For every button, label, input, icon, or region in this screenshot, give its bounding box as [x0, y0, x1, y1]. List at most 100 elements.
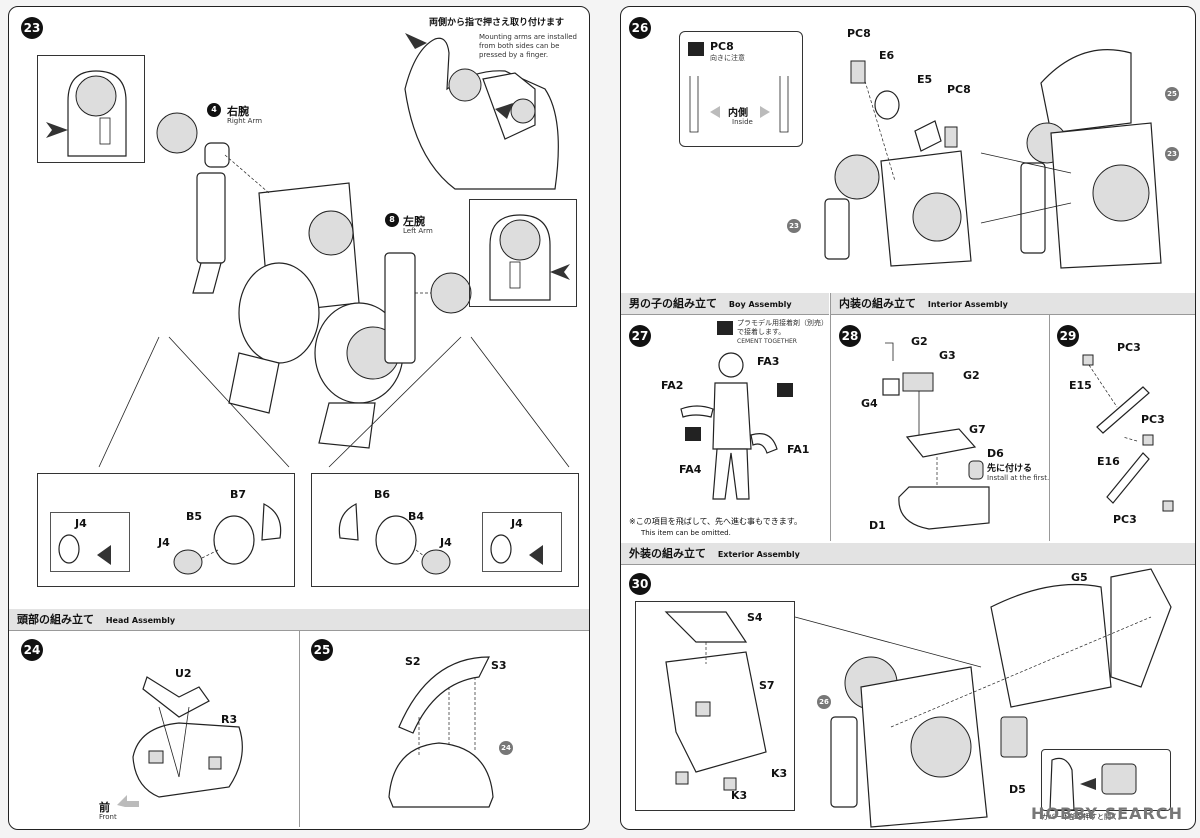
part-j4-c: J4 — [511, 517, 523, 530]
interior-assembly-title-en: Interior Assembly — [927, 300, 1008, 309]
part-pc3-a: PC3 — [1117, 341, 1141, 354]
part-fa4: FA4 — [679, 463, 702, 476]
part-pc8-a: PC8 — [847, 27, 871, 40]
hobby-search-watermark: HOBBY SEARCH — [1031, 804, 1183, 823]
cover-open-note: カバー下部を押すと開く。 — [1041, 813, 1125, 821]
part-e15: E15 — [1069, 379, 1092, 392]
cover-press-illustration — [1049, 757, 1137, 811]
right-instruction-page: 26 PC8 向きに注意 内側 Inside PC8 E6 E5 PC8 23 — [620, 6, 1196, 830]
head-upper-shell-illustration — [388, 656, 494, 808]
j4-snap-detail-right: J4 — [482, 512, 562, 572]
step-26-badge: 26 — [629, 17, 651, 39]
head-assembly-title-jp: 頭部の組み立て — [17, 613, 94, 626]
boy-figure-illustration — [680, 352, 778, 500]
step-30-cover-inset — [635, 601, 795, 811]
part-s7: S7 — [759, 679, 775, 692]
pc8-orientation-diagram — [689, 76, 789, 133]
install-first-jp: 先に付ける — [987, 464, 1033, 474]
step-23-note-jp: 両側から指で押さえ取り付けます — [429, 18, 565, 28]
pc8-inset-label: PC8 — [710, 40, 734, 53]
step-28-badge: 28 — [839, 325, 861, 347]
cement-mark-icon-1 — [777, 383, 793, 397]
ref-step-23-b: 23 — [1165, 147, 1179, 161]
right-arm-label: 右腕 — [227, 105, 249, 118]
shoulder-joint-left-illustration — [173, 503, 282, 575]
part-g4: G4 — [861, 397, 878, 410]
left-arm-label: 左腕 — [403, 215, 425, 228]
exterior-assembly-title-en: Exterior Assembly — [717, 550, 800, 559]
front-direction-arrow-icon — [117, 795, 139, 807]
step-29-badge: 29 — [1057, 325, 1079, 347]
j4-ring-icon-right — [490, 534, 543, 565]
part-g7: G7 — [969, 423, 986, 436]
arm-socket-right-illustration — [489, 214, 570, 301]
exterior-assembly-title-jp: 外装の組み立て — [629, 547, 706, 560]
part-b5: B5 — [186, 510, 203, 523]
step-24-badge: 24 — [21, 639, 43, 661]
section-divider-1 — [830, 293, 831, 541]
step-23-note-en: Mounting arms are installed from both si… — [479, 33, 577, 59]
step-26-result-illustration — [980, 49, 1162, 269]
install-first-en: Install at the first. — [987, 474, 1050, 482]
boy-assembly-title-en: Boy Assembly — [728, 300, 792, 309]
cement-note-jp-2: で接着します。 — [737, 328, 786, 336]
inside-label-en: Inside — [732, 118, 753, 126]
cement-note-jp-1: プラモデル用接着剤（別売） — [737, 319, 828, 327]
part-k3-b: K3 — [731, 789, 748, 802]
step-divider — [299, 631, 300, 827]
part-d1: D1 — [869, 519, 886, 532]
head-assembly-title-en: Head Assembly — [105, 616, 176, 625]
step-30-badge: 30 — [629, 573, 651, 595]
part-pc8-b: PC8 — [947, 83, 971, 96]
callout-guide-lines — [98, 336, 570, 468]
part-fa2: FA2 — [661, 379, 684, 392]
part-s3: S3 — [491, 659, 507, 672]
part-e16: E16 — [1097, 455, 1120, 468]
section-divider-2 — [1049, 315, 1050, 541]
interior-assembly-illustration — [882, 342, 990, 530]
part-g3: G3 — [939, 349, 956, 362]
part-r3: R3 — [221, 713, 238, 726]
part-g5: G5 — [1071, 571, 1088, 584]
arm-linkage-illustration — [1082, 354, 1174, 512]
part-e5: E5 — [917, 73, 933, 86]
head-lower-shell-illustration — [132, 676, 243, 798]
j4-ring-icon — [58, 534, 111, 565]
ref-step-24-circle: 24 — [499, 741, 513, 755]
step-25-badge: 25 — [311, 639, 333, 661]
part-u2: U2 — [175, 667, 192, 680]
exterior-main-assembly-illustration — [794, 568, 1172, 828]
pc8-orientation-note: 向きに注意 — [710, 54, 745, 62]
part-j4-a: J4 — [75, 517, 87, 530]
part-b6: B6 — [374, 488, 391, 501]
interior-assembly-title-jp: 内装の組み立て — [839, 297, 916, 310]
step-23-detail-left-inset — [37, 55, 145, 163]
part-s2: S2 — [405, 655, 421, 668]
ref-step-23-a: 23 — [787, 219, 801, 233]
part-g2-a: G2 — [911, 335, 928, 348]
step-23-joint-detail-left: J4 B7 B5 J4 — [37, 473, 295, 587]
cover-opening-detail-inset — [1041, 749, 1171, 811]
boy-assembly-title-jp: 男の子の組み立て — [629, 297, 717, 310]
skip-note-en: This item can be omitted. — [641, 529, 731, 537]
step-23-badge: 23 — [21, 17, 43, 39]
part-b4: B4 — [408, 510, 425, 523]
left-arm-number-badge: 8 — [385, 213, 399, 227]
part-pc3-b: PC3 — [1141, 413, 1165, 426]
pc8-orientation-inset: PC8 向きに注意 内側 Inside — [679, 31, 803, 147]
exterior-assembly-header: 外装の組み立て Exterior Assembly — [621, 543, 1195, 565]
front-label-jp: 前 — [99, 801, 110, 814]
step-27-badge: 27 — [629, 325, 651, 347]
part-fa1: FA1 — [787, 443, 810, 456]
step-23-detail-right-inset — [469, 199, 577, 307]
interior-assembly-header: 内装の組み立て Interior Assembly — [831, 293, 1195, 315]
part-b7: B7 — [230, 488, 247, 501]
part-d5: D5 — [1009, 783, 1026, 796]
right-arm-label-en: Right Arm — [227, 117, 263, 125]
part-fa3: FA3 — [757, 355, 780, 368]
right-arm-number-badge: 4 — [207, 103, 221, 117]
part-j4-b: J4 — [158, 536, 170, 549]
ref-step-25: 25 — [1165, 87, 1179, 101]
part-g2-b: G2 — [963, 369, 980, 382]
part-e6: E6 — [879, 49, 895, 62]
